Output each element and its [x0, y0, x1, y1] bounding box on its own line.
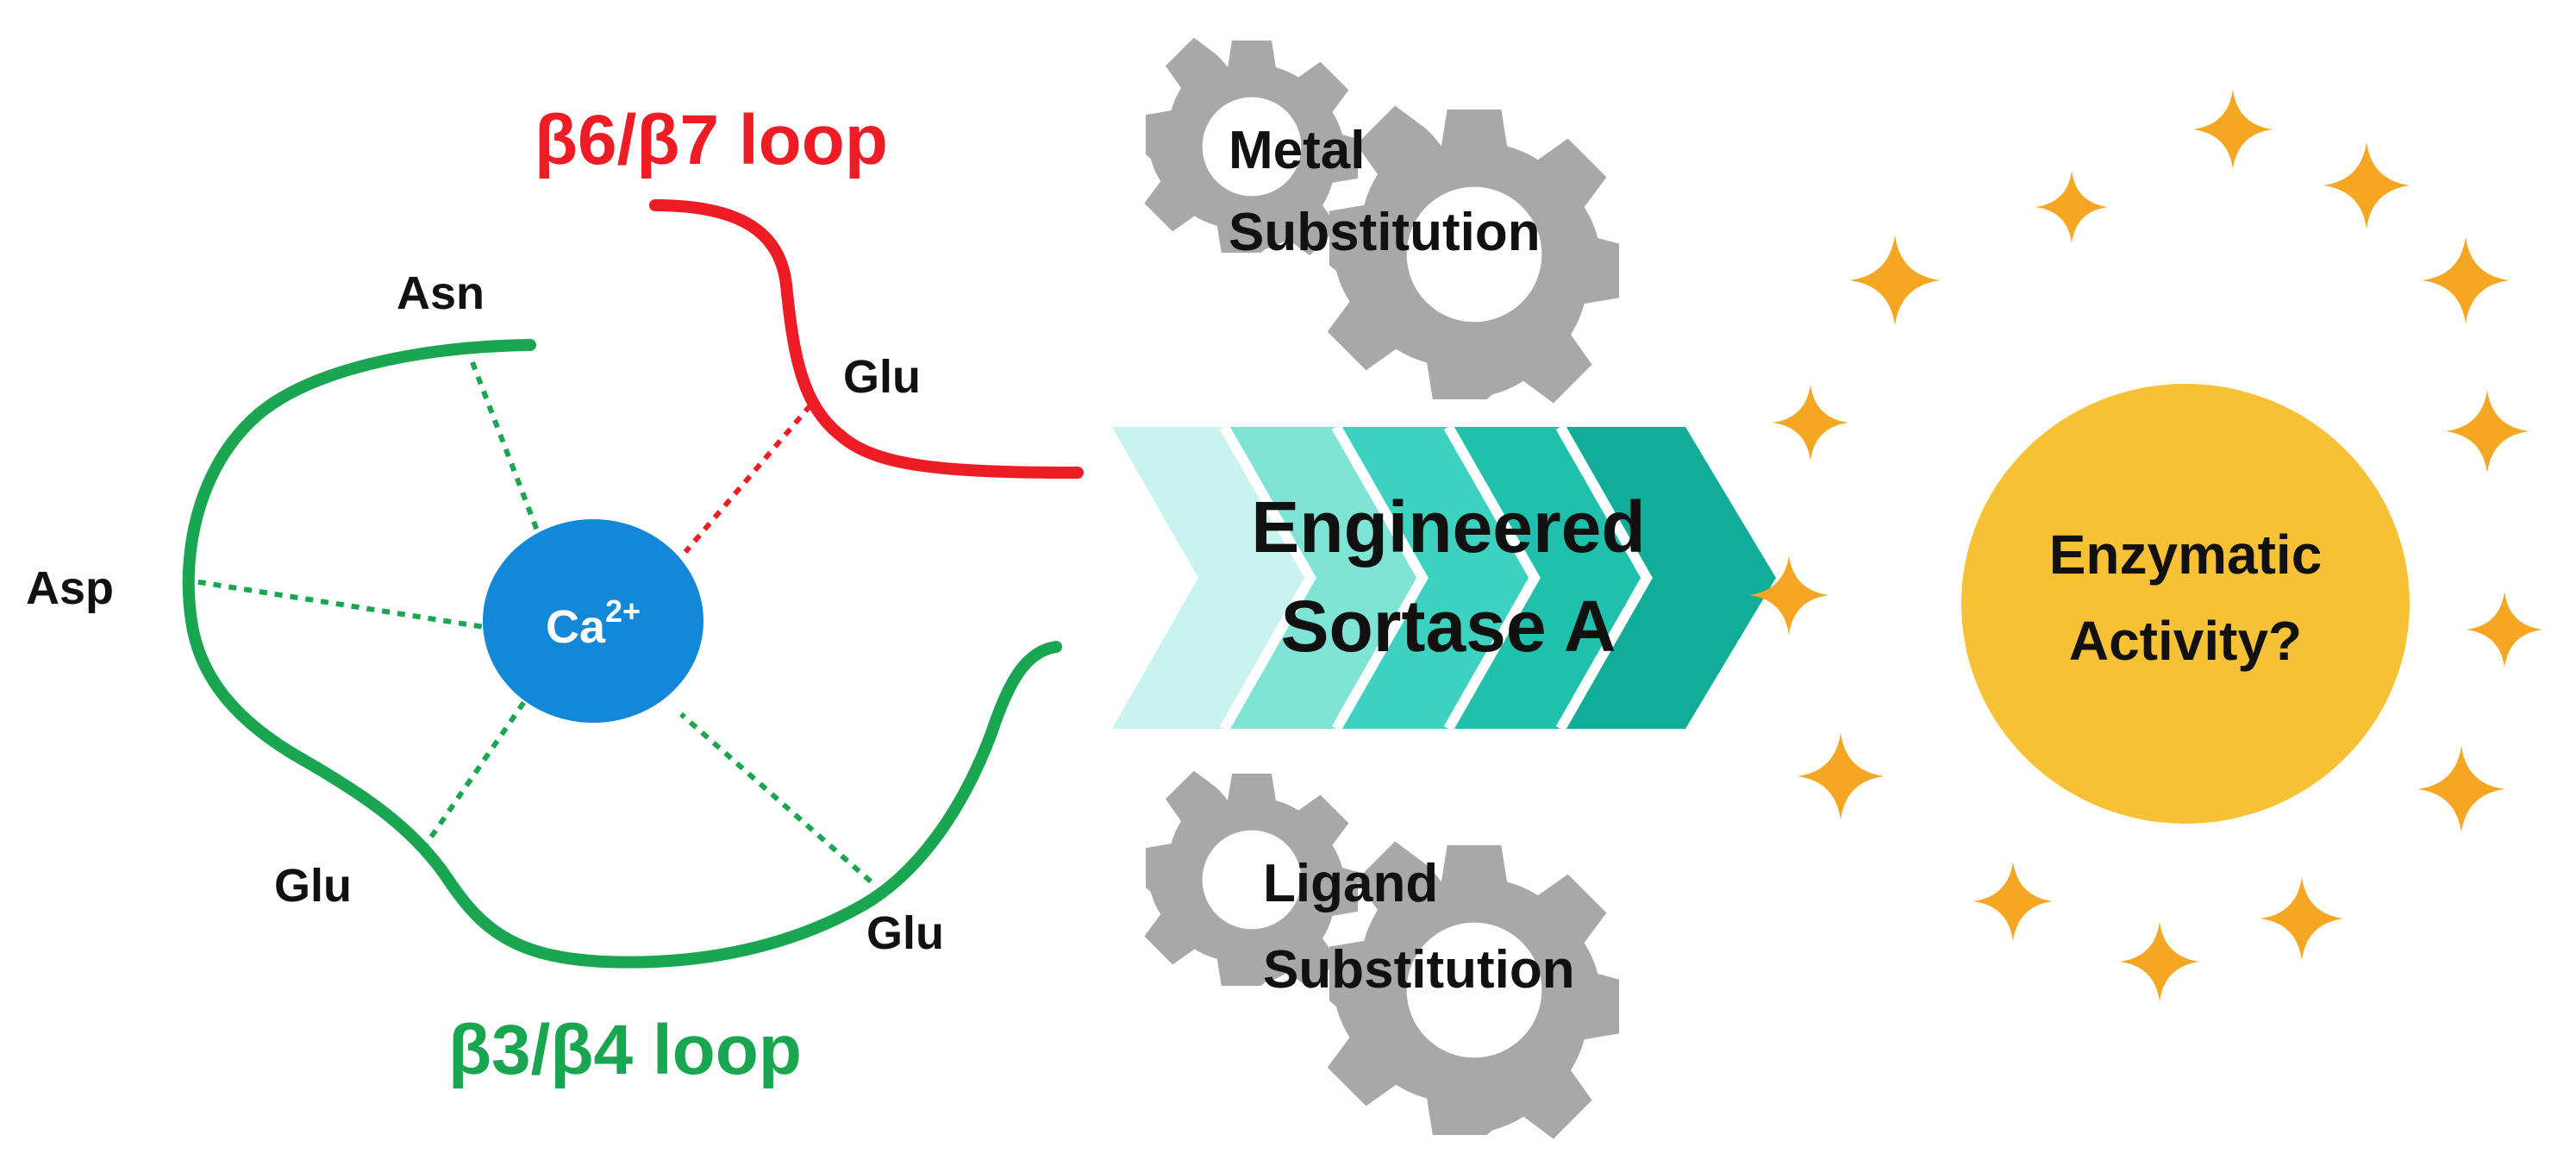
- residue-asn: Asn: [397, 267, 485, 319]
- sparkle-icon: [2466, 591, 2543, 668]
- activity-label-line2: Activity?: [2069, 610, 2302, 672]
- arrow-chevron: [1560, 427, 1776, 729]
- sparkle-icon: [1973, 861, 2054, 942]
- calcium-ion: [483, 519, 703, 723]
- b34-loop-upper: [182, 339, 1062, 969]
- metal-substitution-label-line1: Metal: [1229, 121, 1365, 180]
- sparkle-icon: [2192, 89, 2273, 170]
- sparkle-icon: [1849, 235, 1941, 326]
- bond-glu-right: [679, 712, 872, 884]
- arrow-label-line1: Engineered: [1251, 486, 1645, 568]
- arrow-label-line2: Sortase A: [1280, 586, 1616, 667]
- b67-loop: [649, 199, 1084, 479]
- engineered-arrow: Engineered Sortase A: [1112, 424, 1776, 731]
- activity-ellipse: [1961, 384, 2410, 824]
- residue-glu-top: Glu: [843, 351, 921, 403]
- residue-glu-right: Glu: [866, 907, 944, 959]
- bond-glu-top: [683, 404, 813, 554]
- ligand-substitution-label-line2: Substitution: [1263, 940, 1575, 1000]
- activity-label-line1: Enzymatic: [2049, 524, 2323, 586]
- metal-substitution-label-line2: Substitution: [1229, 203, 1541, 262]
- sparkle-icon: [2417, 745, 2505, 833]
- calcium-label: Ca2+: [546, 593, 641, 653]
- sparkle-icon: [2260, 876, 2344, 961]
- sparkle-icon: [2035, 171, 2108, 243]
- sparkle-icon: [2323, 141, 2410, 229]
- ligand-substitution-label-line1: Ligand: [1263, 854, 1438, 913]
- b67-loop-label: β6/β7 loop: [535, 101, 888, 179]
- sparkle-icon: [2445, 389, 2529, 474]
- sparkle-icon: [1772, 384, 1849, 461]
- bond-glu-left: [420, 695, 530, 851]
- residue-glu-left: Glu: [274, 860, 352, 912]
- sparkle-icon: [2119, 921, 2200, 1002]
- b34-loop-label: β3/β4 loop: [448, 1011, 802, 1089]
- bond-asp: [182, 577, 491, 630]
- residue-asp: Asp: [26, 562, 114, 614]
- bond-asn: [470, 361, 544, 543]
- sparkle-icon: [2422, 236, 2510, 324]
- sparkle-icon: [1797, 732, 1885, 820]
